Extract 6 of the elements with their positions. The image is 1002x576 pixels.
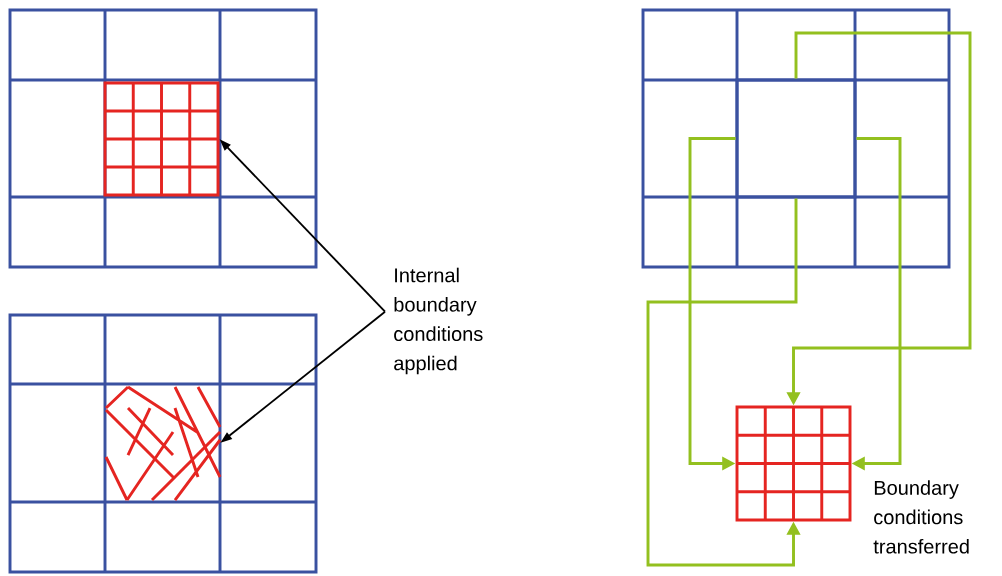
mesh-block	[103, 81, 220, 197]
grid-cell	[735, 78, 857, 199]
callout-text: Internal boundary conditions applied	[394, 267, 483, 375]
unstructured-mesh-drawing	[104, 385, 222, 502]
mesh-block	[735, 405, 852, 522]
caption-text: Boundary conditions transferred	[873, 480, 969, 554]
